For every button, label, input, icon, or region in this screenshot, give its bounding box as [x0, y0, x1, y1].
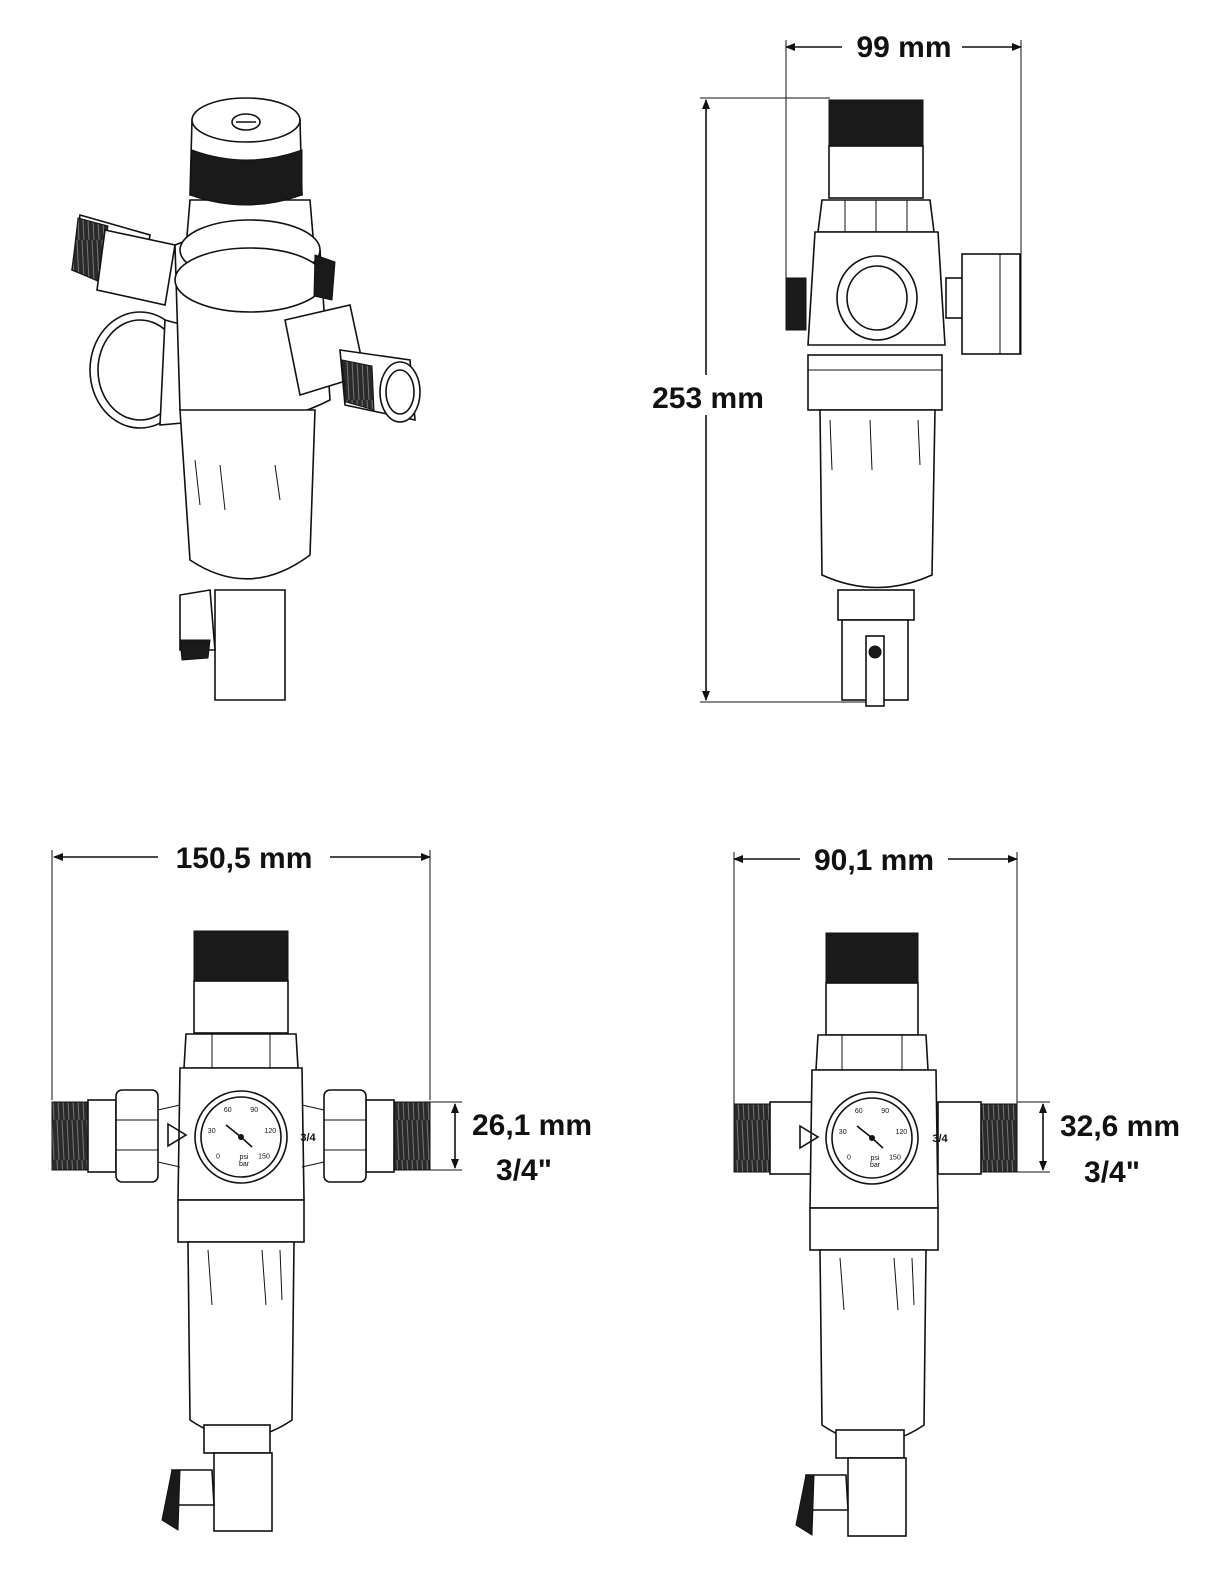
pressure-gauge-icon	[825, 1091, 919, 1185]
flow-direction-arrow-icon	[167, 1122, 188, 1148]
ball-valve-handle-icon	[795, 1457, 907, 1537]
gauge-tick-label: 0	[216, 1153, 220, 1160]
front-a-thread-label: 26,1 mm	[472, 1109, 592, 1142]
gauge-tick-label: 150	[889, 1154, 901, 1161]
gauge-tick-label: 60	[224, 1107, 232, 1114]
flow-direction-arrow-icon	[799, 1124, 820, 1150]
front-a-width-label: 150,5 mm	[176, 842, 313, 875]
front-view-b: 90,1 mm 32,6 mm 3/4" 0 30 60 90 120 150 psibar…	[733, 844, 1180, 1537]
gauge-tick-label: 90	[250, 1107, 258, 1114]
side-height-label: 253 mm	[652, 382, 764, 415]
front-view-a: 150,5 mm 26,1 mm 3/4"	[51, 842, 592, 1532]
side-width-label: 99 mm	[856, 31, 951, 64]
gauge-tick-label: 30	[839, 1129, 847, 1136]
pressure-gauge-icon	[194, 1090, 288, 1184]
gauge-tick-label: 30	[208, 1128, 216, 1135]
front-b-connection-mark: 3/4	[932, 1133, 948, 1145]
gauge-unit-psi: psi	[871, 1155, 880, 1162]
gauge-tick-label: 0	[847, 1154, 851, 1161]
front-b-thread-label: 32,6 mm	[1060, 1110, 1180, 1143]
ball-valve-handle-icon	[161, 1452, 273, 1532]
gauge-unit-bar: bar	[239, 1161, 250, 1168]
front-b-width-label: 90,1 mm	[814, 844, 934, 877]
front-b-thread-size: 3/4"	[1084, 1156, 1140, 1189]
gauge-unit-bar: bar	[870, 1162, 881, 1169]
gauge-tick-label: 120	[895, 1129, 907, 1136]
gauge-unit-psi: psi	[240, 1154, 249, 1161]
side-view: 99 mm 253 mm	[652, 31, 1022, 707]
isometric-view	[71, 97, 421, 701]
gauge-tick-label: 150	[258, 1153, 270, 1160]
front-a-connection-mark: 3/4	[300, 1132, 316, 1144]
gauge-tick-label: 90	[881, 1108, 889, 1115]
gauge-tick-label: 60	[855, 1108, 863, 1115]
front-a-thread-size: 3/4"	[496, 1154, 552, 1187]
gauge-tick-label: 120	[264, 1128, 276, 1135]
